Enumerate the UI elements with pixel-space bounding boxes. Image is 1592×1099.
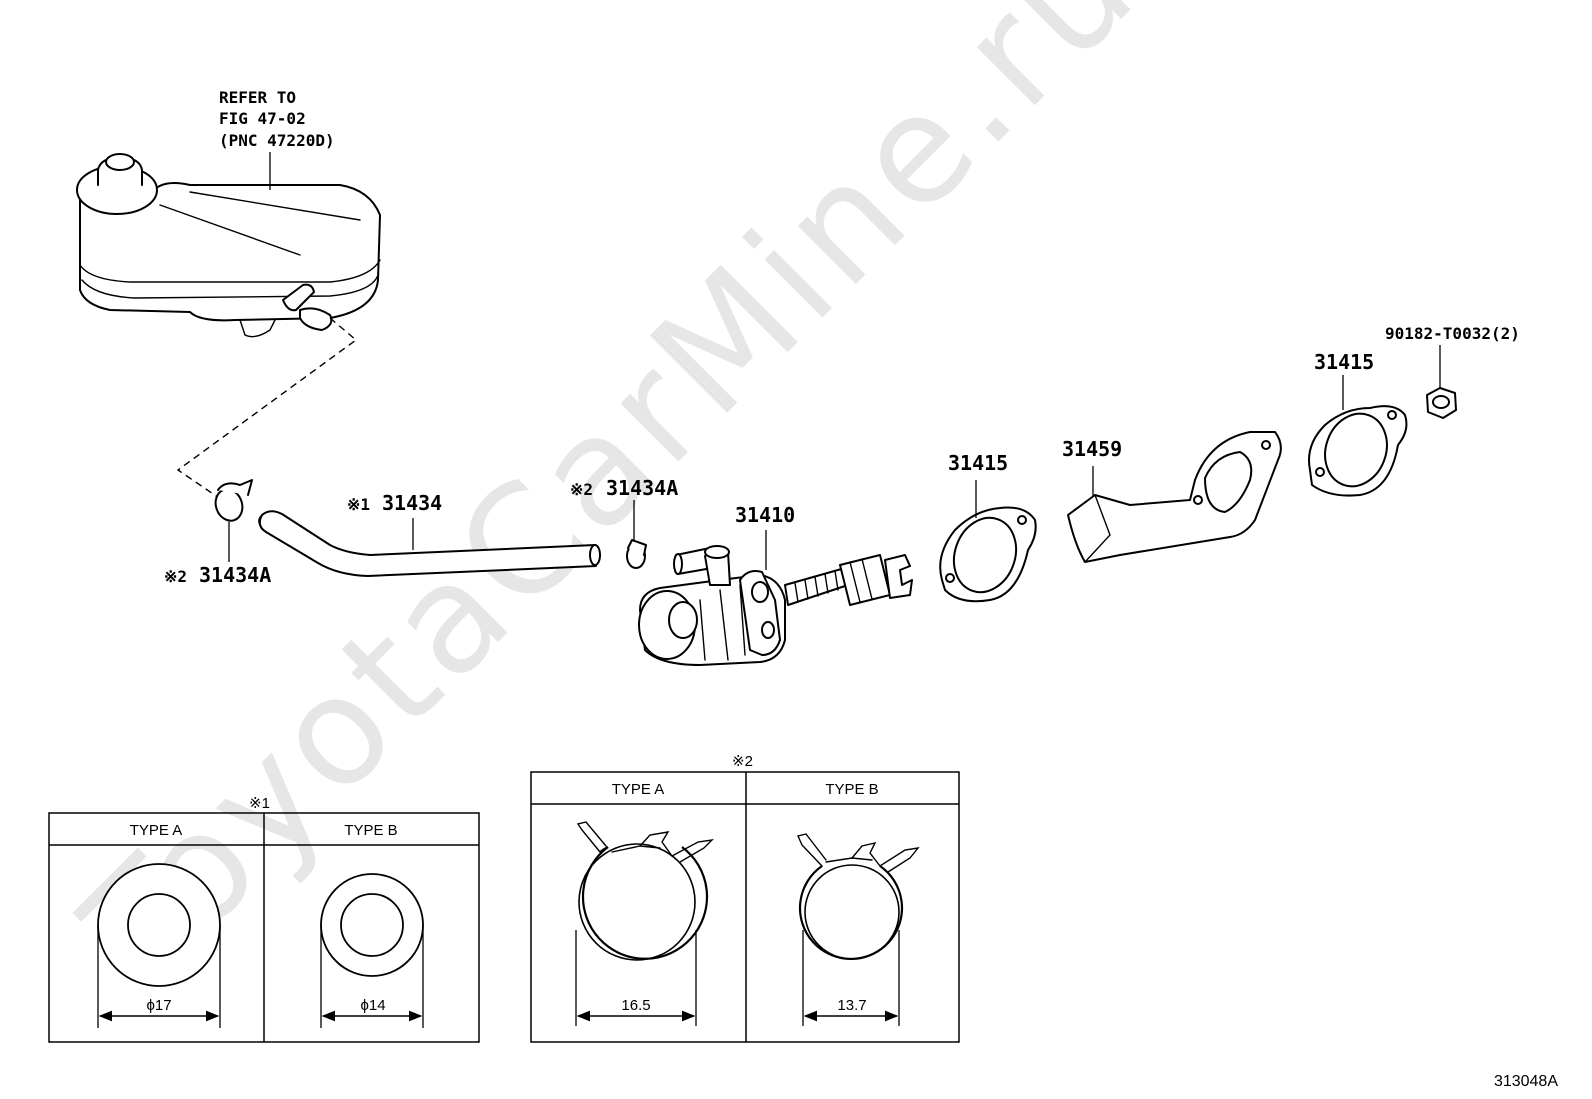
callout-master-cylinder-number: 31410	[735, 503, 795, 527]
reference-note: REFER TO FIG 47-02 (PNC 47220D)	[219, 88, 335, 190]
table2-type-b-dimension: 13.7	[837, 997, 866, 1014]
table2-type-b-label: TYPE B	[825, 781, 878, 798]
table2-type-a-dimension: 16.5	[621, 997, 650, 1014]
table2-mark: ※2	[732, 753, 753, 770]
callout-gasket-left-number: 31415	[948, 451, 1008, 475]
callout-clip-left-mark: ※2	[164, 567, 187, 586]
callout-hose-number: 31434	[382, 491, 442, 515]
master-cylinder	[638, 530, 913, 666]
table-hose-types: ※1 TYPE A TYPE B ϕ17 ϕ14	[48, 795, 480, 1043]
clip-right	[626, 500, 647, 569]
table1-type-b-dimension: ϕ14	[360, 997, 385, 1014]
table1-mark: ※1	[249, 795, 270, 812]
gasket-left	[939, 480, 1037, 603]
table2-type-a-label: TYPE A	[612, 781, 665, 798]
clip-section-type-b: 13.7	[797, 833, 920, 1026]
callout-gasket-right-number: 31415	[1314, 350, 1374, 374]
connection-dashed-line	[176, 317, 358, 501]
clip-section-type-a: 16.5	[575, 821, 714, 1026]
reference-line-2: FIG 47-02	[219, 109, 306, 128]
nut	[1426, 345, 1457, 419]
hose-section-type-b: ϕ14	[320, 873, 424, 1028]
callout-clip-right-number: 31434A	[606, 476, 678, 500]
callout-bracket-number: 31459	[1062, 437, 1122, 461]
reference-line-1: REFER TO	[219, 88, 296, 107]
clip-left	[214, 479, 253, 562]
bracket	[1067, 431, 1282, 563]
figure-code: 313048A	[1494, 1073, 1558, 1090]
gasket-right	[1308, 375, 1408, 497]
reference-line-3: (PNC 47220D)	[219, 131, 335, 150]
callout-clip-left-number: 31434A	[199, 563, 271, 587]
hose	[258, 510, 601, 577]
hose-section-type-a: ϕ17	[97, 863, 221, 1028]
table1-type-a-dimension: ϕ17	[146, 997, 171, 1014]
table1-type-a-label: TYPE A	[130, 822, 183, 839]
callout-hose-mark: ※1	[347, 495, 370, 514]
table1-type-b-label: TYPE B	[344, 822, 397, 839]
table-clip-types: ※2 TYPE A TYPE B 16.5	[530, 753, 960, 1043]
reservoir-tank	[76, 153, 381, 338]
callout-clip-right-mark: ※2	[570, 480, 593, 499]
callout-nut-number: 90182-T0032(2)	[1385, 324, 1520, 343]
